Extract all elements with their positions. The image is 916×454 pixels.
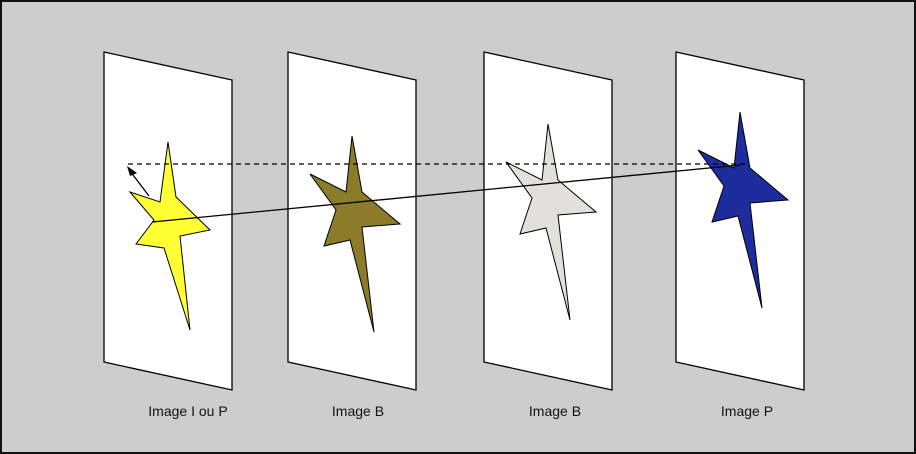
figure-border (0, 0, 916, 454)
figure-panel: Image I ou P Image B Image B Image P (0, 0, 916, 454)
